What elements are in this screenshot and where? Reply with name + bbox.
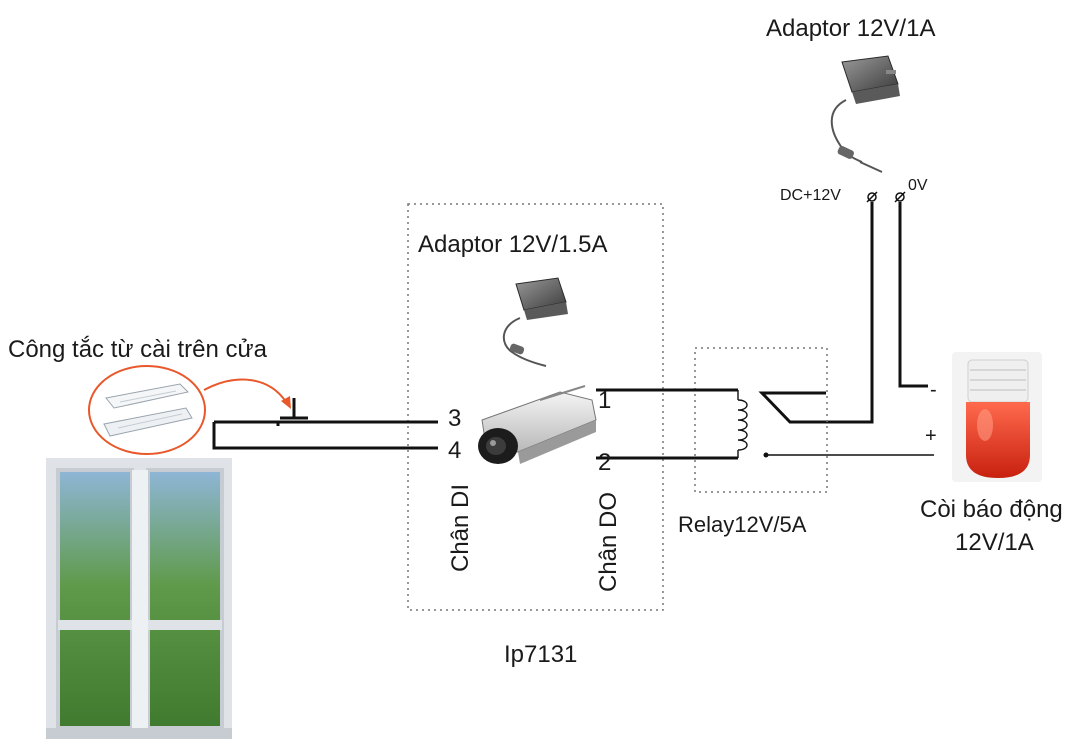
chan-do-label: Chân DO <box>595 492 622 592</box>
door-switch-label: Công tắc từ cài trên cửa <box>8 336 268 363</box>
pin-3-label: 3 <box>448 405 461 432</box>
pin-1-label: 1 <box>598 387 611 414</box>
power-adapter-icon <box>502 277 568 367</box>
switch-contact <box>276 398 308 426</box>
siren-plus-label: + <box>925 425 937 447</box>
pin-4-label: 4 <box>448 437 461 464</box>
terminal-dc-plus <box>866 191 878 203</box>
dc-plus-label: DC+12V <box>780 187 841 204</box>
relay-coil-icon <box>737 390 748 458</box>
pin-2-label: 2 <box>598 449 611 476</box>
siren-label-line1: Còi báo động <box>920 496 1063 523</box>
chan-di-label: Chân DI <box>447 484 474 572</box>
device-label: Ip7131 <box>504 641 577 668</box>
di-wires <box>212 420 438 450</box>
siren-label-line2: 12V/1A <box>955 529 1034 556</box>
ip-camera-icon <box>478 385 597 464</box>
power-adapter-icon <box>830 55 900 173</box>
door-icon <box>46 458 232 739</box>
adaptor-mid-label: Adaptor 12V/1.5A <box>418 231 607 258</box>
switch-arrow <box>203 378 287 403</box>
device-box <box>407 203 664 611</box>
relay-box <box>694 347 828 493</box>
switch-highlight <box>88 365 206 455</box>
adaptor-top-label: Adaptor 12V/1A <box>766 15 935 42</box>
adaptor-wires <box>758 202 928 424</box>
siren-icon <box>952 352 1042 482</box>
relay-label: Relay12V/5A <box>678 512 807 537</box>
do-wires <box>596 388 738 460</box>
siren-minus-label: - <box>930 379 937 401</box>
magnetic-switch-icon <box>103 383 193 437</box>
terminal-zero-v <box>894 191 906 203</box>
zero-v-label: 0V <box>908 177 928 194</box>
